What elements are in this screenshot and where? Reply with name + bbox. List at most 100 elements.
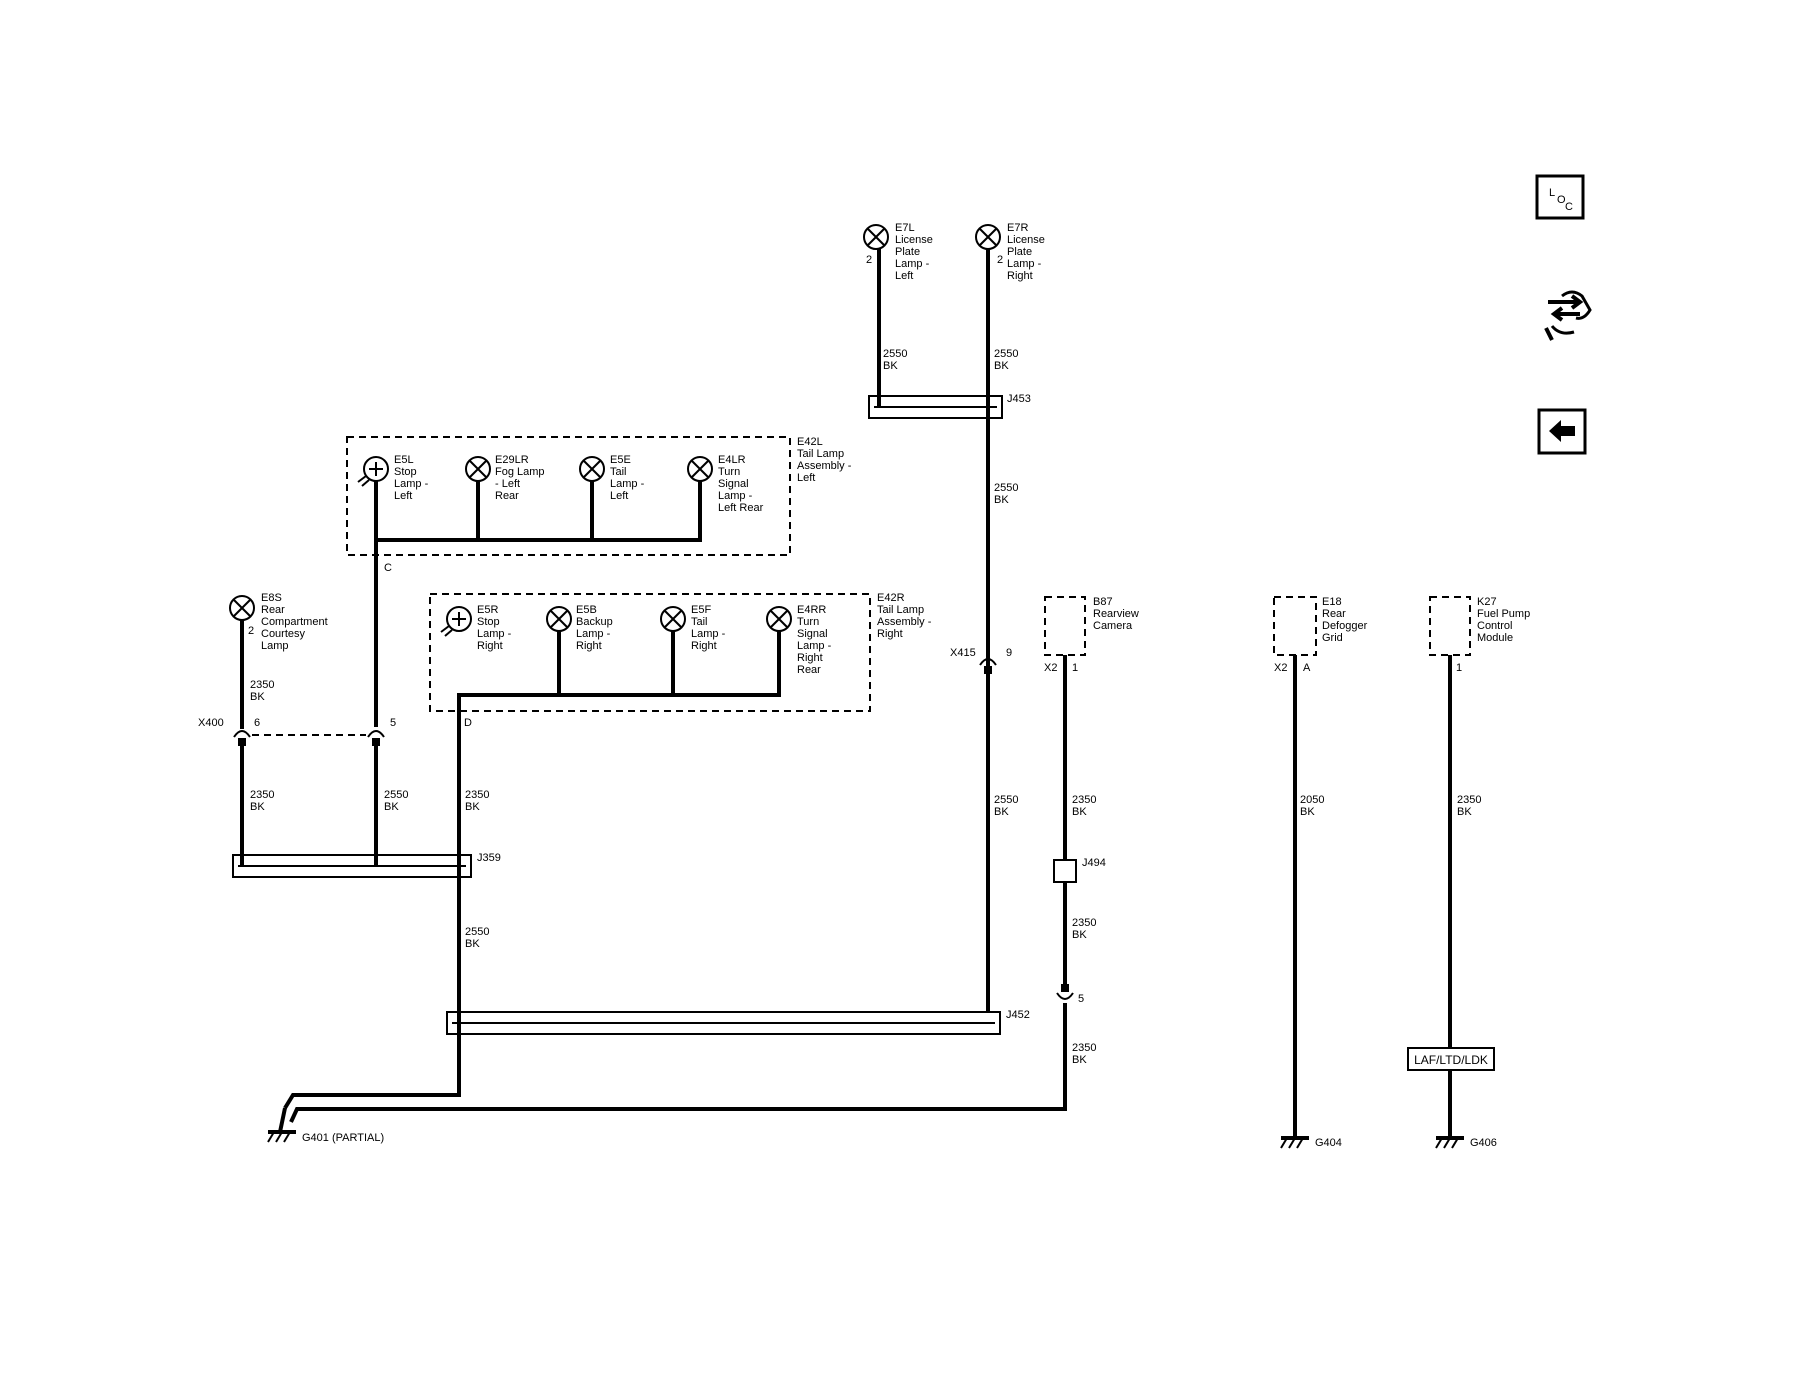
diagram-label: E42R	[877, 592, 905, 604]
wire-e42r-to-g401	[283, 695, 461, 1110]
diagram-label: E4RR	[797, 604, 826, 616]
diagram-label: Right	[797, 652, 823, 664]
assembly-e42r-box	[429, 593, 871, 712]
diagram-label: Lamp -	[610, 478, 645, 490]
diagram-label: 2350	[250, 679, 274, 691]
lamp-id: E7L	[895, 222, 915, 234]
connector-view-icon[interactable]	[1544, 290, 1592, 341]
diagram-label: Right	[576, 640, 602, 652]
diagram-label: Lamp -	[477, 628, 512, 640]
location-icon[interactable]: L O C	[1535, 174, 1585, 220]
pin-label: 2	[997, 254, 1003, 266]
diagram-label: E29LR	[495, 454, 529, 466]
diagram-label: Lamp -	[394, 478, 429, 490]
diagram-label: Rear	[1322, 608, 1346, 620]
diagram-label: Lamp -	[576, 628, 611, 640]
diagram-label: O	[1557, 194, 1566, 206]
diagram-label: Lamp -	[797, 640, 832, 652]
diagram-label: 2550	[994, 348, 1018, 360]
diagram-label: E42L	[797, 436, 823, 448]
splice-j494: J494	[1053, 857, 1106, 883]
diagram-label: Fuel Pump	[1477, 608, 1530, 620]
diagram-label: 1	[1072, 662, 1078, 674]
diagram-label: E8S	[261, 592, 282, 604]
diagram-label: 5	[390, 717, 396, 729]
wire-camera-to-g401	[289, 1003, 1067, 1123]
splice-j453: J453	[868, 393, 1031, 419]
pin-label: 2	[866, 254, 872, 266]
diagram-label: 2350	[1072, 1042, 1096, 1054]
diagram-label: Lamp -	[718, 490, 753, 502]
diagram-label: E5F	[691, 604, 711, 616]
diagram-label: License	[895, 234, 933, 246]
diagram-label: 2350	[250, 789, 274, 801]
splice-j452: J452	[446, 1009, 1030, 1035]
diagram-label: BK	[384, 801, 399, 813]
diagram-label: LAF/LTD/LDK	[1414, 1053, 1488, 1067]
diagram-label: BK	[465, 801, 480, 813]
lamp-e4rr: E4RR Turn Signal Lamp - Right Rear	[766, 604, 832, 676]
diagram-label: G406	[1470, 1137, 1497, 1149]
diagram-label: BK	[994, 360, 1009, 372]
diagram-label: 2050	[1300, 794, 1324, 806]
connector-x400: X400 6 5	[198, 717, 396, 746]
diagram-label: 2550	[883, 348, 907, 360]
diagram-label: 2550	[994, 794, 1018, 806]
diagram-label: 2	[248, 625, 254, 637]
diagram-label: Right	[1007, 270, 1033, 282]
diagram-label: BK	[1072, 1054, 1087, 1066]
diagram-label: BK	[250, 691, 265, 703]
diagram-label: X415	[950, 647, 976, 659]
module-k27: K27 Fuel Pump Control Module 1	[1429, 596, 1530, 674]
assembly-e42l-box	[346, 436, 791, 556]
diagram-label: A	[1303, 662, 1311, 674]
lamp-e4lr: E4LR Turn Signal Lamp - Left Rear	[687, 454, 764, 514]
diagram-label: J452	[1006, 1009, 1030, 1021]
diagram-label: Left	[797, 472, 815, 484]
diagram-label: BK	[465, 938, 480, 950]
diagram-label: 2350	[1457, 794, 1481, 806]
lamp-e8s: E8S Rear Compartment Courtesy Lamp 2	[229, 592, 328, 652]
diagram-label: 1	[1456, 662, 1462, 674]
diagram-label: Right	[477, 640, 503, 652]
diagram-label: J494	[1082, 857, 1106, 869]
diagram-label: 9	[1006, 647, 1012, 659]
diagram-label: Right	[691, 640, 717, 652]
diagram-label: G401 (PARTIAL)	[302, 1132, 384, 1144]
connector-inline-5: 5	[1056, 984, 1084, 1005]
diagram-label: Assembly -	[877, 616, 932, 628]
diagram-label: Rear	[261, 604, 285, 616]
diagram-label: Right	[877, 628, 903, 640]
diagram-label: 5	[1078, 993, 1084, 1005]
diagram-label: G404	[1315, 1137, 1342, 1149]
diagram-label: D	[464, 717, 472, 729]
diagram-label: J453	[1007, 393, 1031, 405]
lamp-id: E7R	[1007, 222, 1028, 234]
diagram-label: 2350	[1072, 917, 1096, 929]
diagram-label: 2550	[384, 789, 408, 801]
diagram-label: Assembly -	[797, 460, 852, 472]
diagram-label: BK	[1072, 929, 1087, 941]
diagram-label: Fog Lamp	[495, 466, 545, 478]
ground-g404: G404	[1280, 1136, 1342, 1149]
diagram-label: Left	[895, 270, 913, 282]
diagram-label: E5B	[576, 604, 597, 616]
lamp-e5l: E5L Stop Lamp - Left	[357, 454, 429, 502]
diagram-label: L	[1549, 187, 1555, 199]
diagram-label: Lamp	[261, 640, 289, 652]
diagram-label: BK	[994, 806, 1009, 818]
diagram-label: 2350	[465, 789, 489, 801]
diagram-label: BK	[1072, 806, 1087, 818]
module-b87: B87 Rearview Camera X2 1	[1044, 596, 1139, 674]
diagram-label: Tail	[610, 466, 627, 478]
lamp-e5r: E5R Stop Lamp - Right	[440, 604, 512, 652]
lamp-e7l: E7L License Plate Lamp - Left 2	[863, 222, 933, 282]
diagram-label: K27	[1477, 596, 1497, 608]
diagram-label: X400	[198, 717, 224, 729]
lamp-e7r: E7R License Plate Lamp - Right 2	[975, 222, 1045, 282]
back-arrow-icon[interactable]	[1537, 408, 1587, 455]
diagram-label: E5L	[394, 454, 414, 466]
diagram-label: Signal	[718, 478, 749, 490]
diagram-label: - Left	[495, 478, 520, 490]
diagram-label: 2550	[465, 926, 489, 938]
